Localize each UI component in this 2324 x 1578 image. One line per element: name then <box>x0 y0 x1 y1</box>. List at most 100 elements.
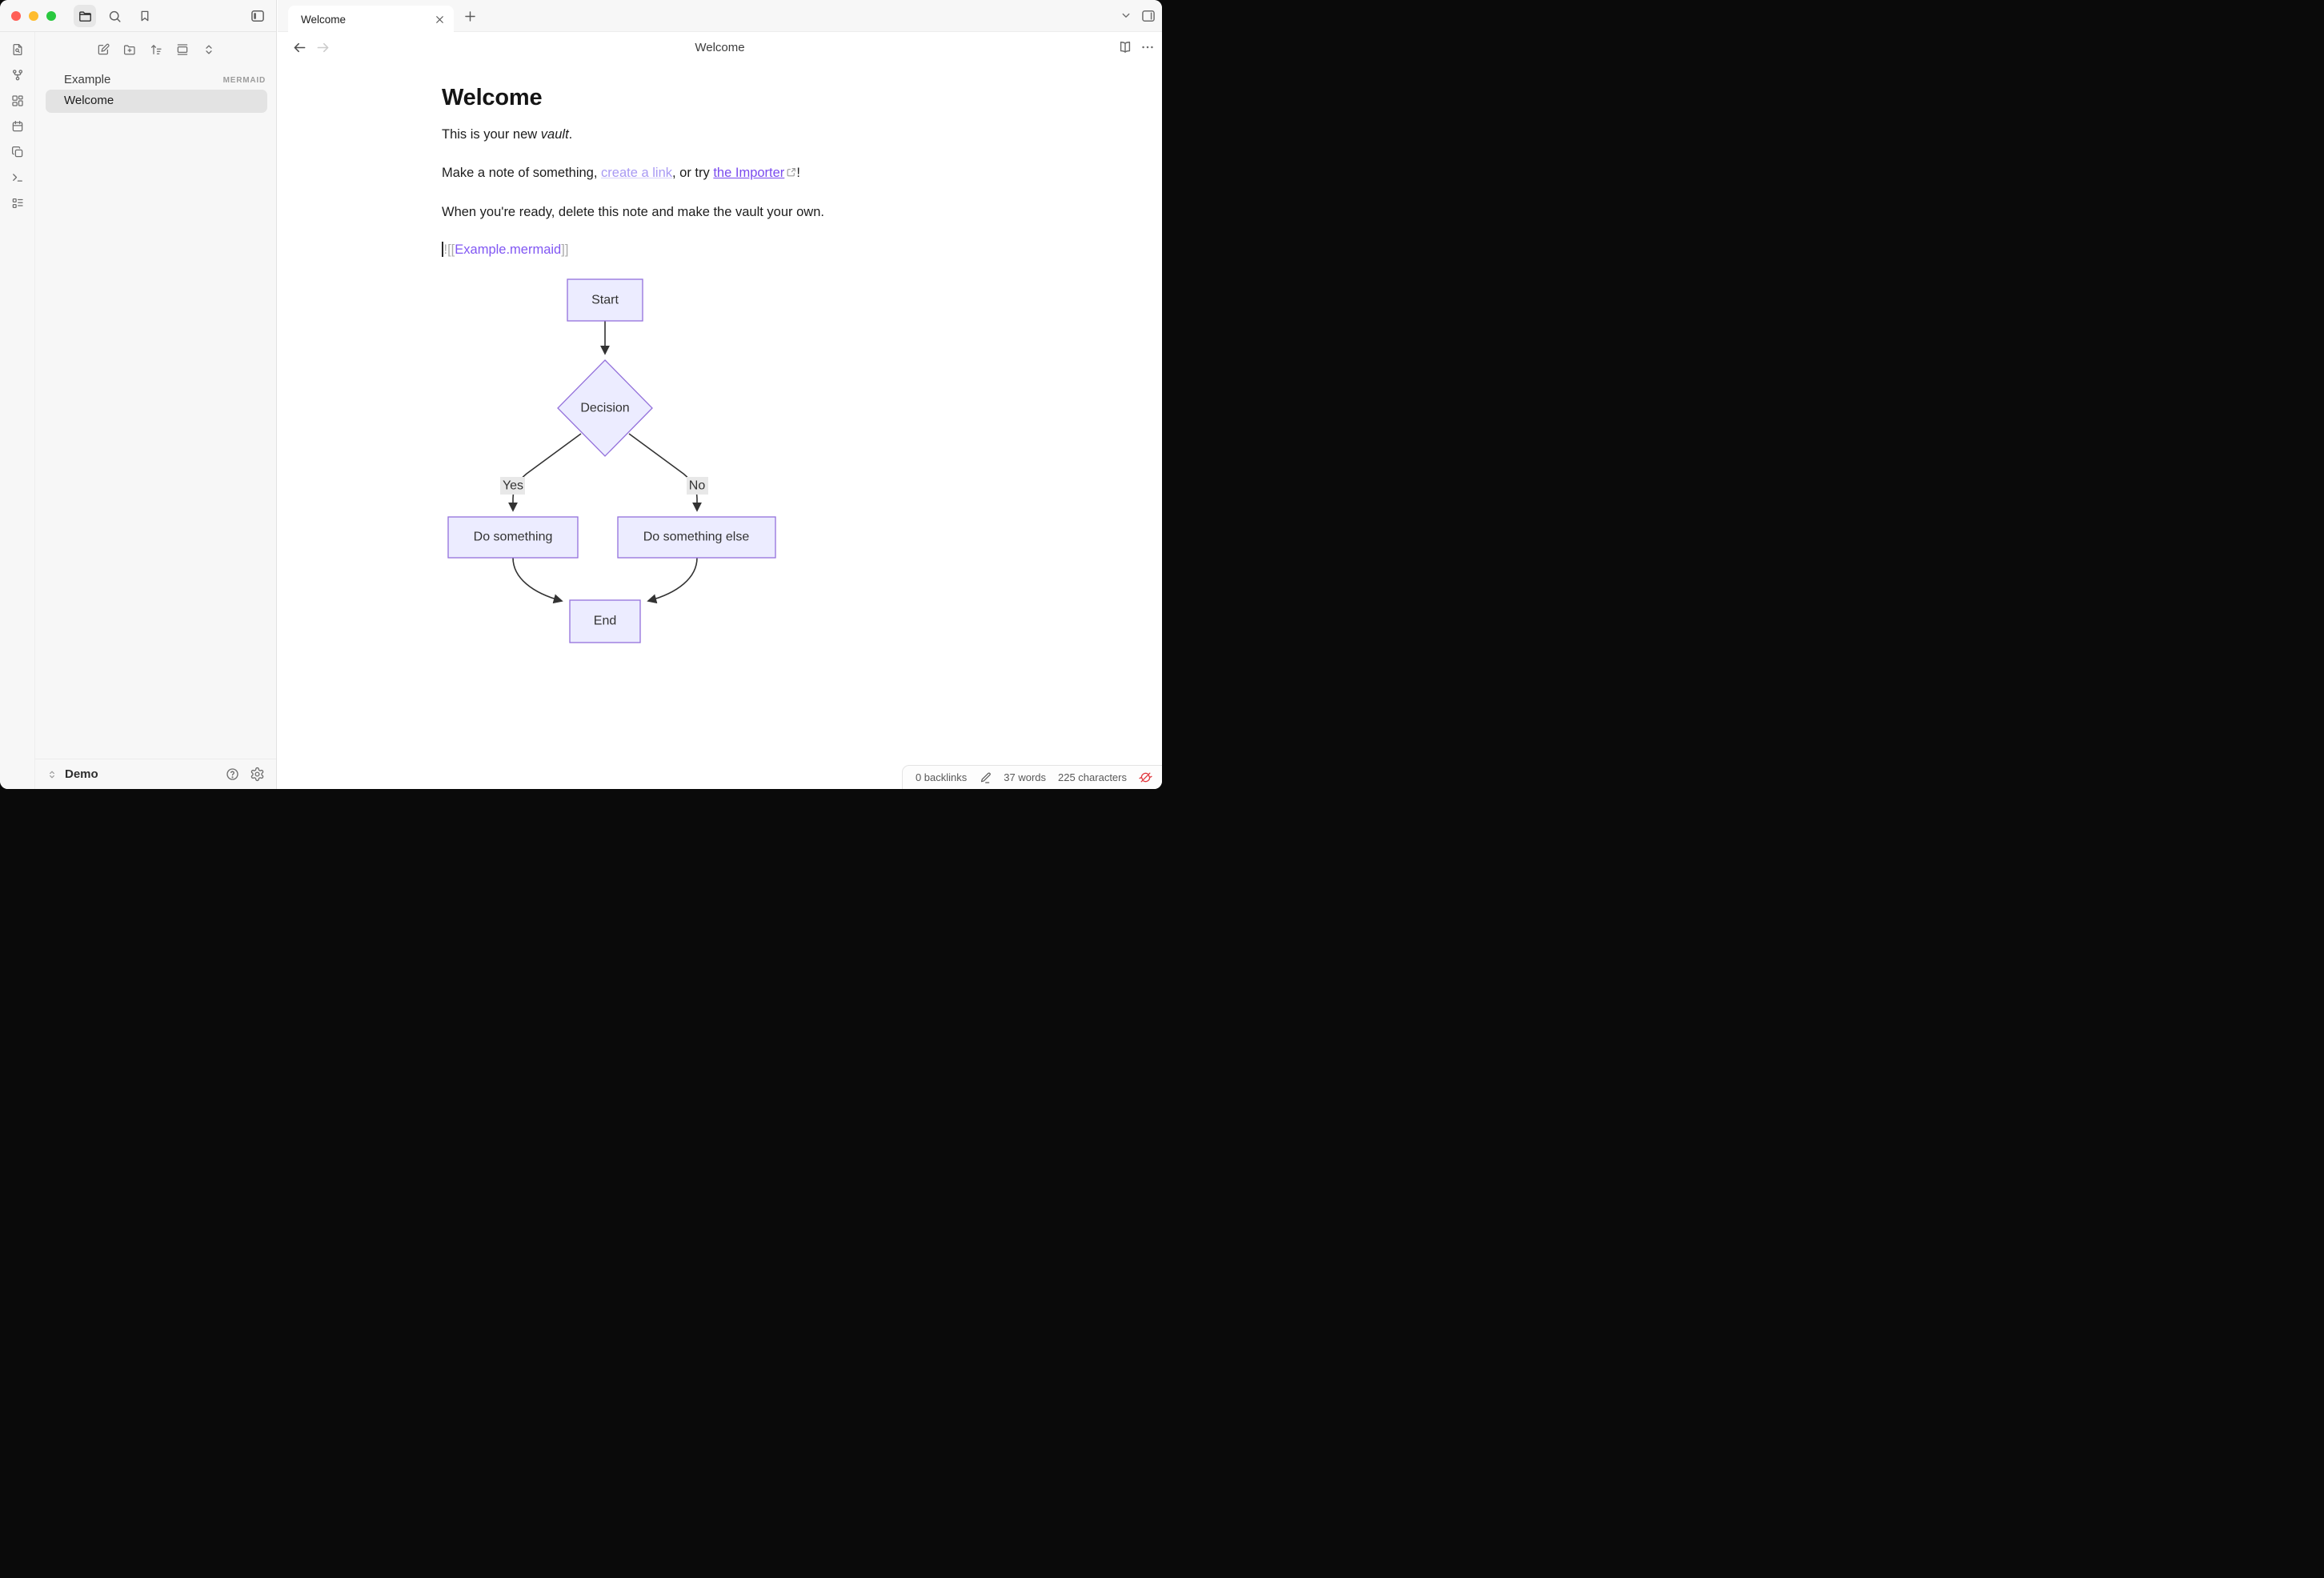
node-decision <box>557 359 653 457</box>
panel-right-icon <box>1142 10 1155 22</box>
list-view-button[interactable] <box>10 196 25 210</box>
collapse-left-sidebar-button[interactable] <box>246 5 269 27</box>
file-explorer-toolbar <box>35 32 277 67</box>
paragraph-3: When you're ready, delete this note and … <box>442 205 824 219</box>
text-cursor <box>442 242 443 257</box>
sort-icon <box>150 44 162 54</box>
files-tab-button[interactable] <box>74 5 96 27</box>
node-do-something-else-label: Do something else <box>643 531 750 544</box>
terminal-icon <box>12 174 22 182</box>
reading-mode-button[interactable] <box>1117 39 1133 55</box>
vault-name[interactable]: Demo <box>65 767 98 781</box>
folder-icon <box>78 10 91 22</box>
flowchart-svg: Yes No Start Decision Do something Do so… <box>447 278 776 643</box>
graph-view-button[interactable] <box>10 68 25 82</box>
new-note-icon <box>98 43 110 55</box>
navigate-back-button[interactable] <box>291 39 308 56</box>
help-circle-icon <box>226 768 238 780</box>
tab-list-dropdown-button[interactable] <box>1119 8 1133 22</box>
calendar-button[interactable] <box>10 119 25 134</box>
edge-decision-no <box>628 433 702 512</box>
templates-button[interactable] <box>10 145 25 159</box>
quick-switcher-button[interactable] <box>10 42 25 57</box>
search-tab-button[interactable] <box>103 5 126 27</box>
copy-icon <box>11 146 22 158</box>
titlebar <box>0 0 276 32</box>
tab-welcome[interactable]: Welcome <box>288 6 454 33</box>
edge-label-yes: Yes <box>503 479 523 493</box>
embed-syntax-open: ![[ <box>443 242 455 257</box>
file-name: Welcome <box>64 94 114 107</box>
left-sidebar-container: Example MERMAID Welcome Demo <box>0 0 277 789</box>
panel-left-icon <box>251 10 264 22</box>
file-search-icon <box>12 43 22 56</box>
bookmark-icon <box>141 10 149 22</box>
list-details-icon <box>12 198 23 209</box>
edge-label-no-bg <box>687 477 708 495</box>
edge-label-yes-bg <box>500 477 525 495</box>
sort-order-button[interactable] <box>149 42 163 57</box>
arrow-left-icon <box>294 42 306 53</box>
change-layout-button[interactable] <box>175 42 190 57</box>
settings-button[interactable] <box>250 767 265 782</box>
file-extension-badge: MERMAID <box>222 76 266 85</box>
node-do-something-label: Do something <box>474 531 553 544</box>
node-decision-label: Decision <box>580 402 629 415</box>
backlinks-count[interactable]: 0 backlinks <box>915 771 968 783</box>
new-tab-button[interactable] <box>462 8 478 24</box>
expand-collapse-button[interactable] <box>202 42 216 57</box>
minimize-window-button[interactable] <box>29 11 38 21</box>
external-link-icon <box>786 164 796 183</box>
node-end <box>569 599 641 643</box>
node-end-label: End <box>594 615 616 628</box>
node-start <box>567 278 643 322</box>
internal-link-create-a-link[interactable]: create a link <box>601 166 672 180</box>
tab-title: Welcome <box>301 13 347 26</box>
edge-no-end <box>647 557 698 604</box>
chevrons-up-down-icon <box>206 45 212 54</box>
mermaid-diagram: Yes No Start Decision Do something Do so… <box>436 270 788 648</box>
ellipsis-icon <box>1142 46 1153 49</box>
bookmarks-tab-button[interactable] <box>134 5 156 27</box>
file-row-welcome-active[interactable]: Welcome <box>46 90 267 113</box>
sync-status[interactable] <box>1139 771 1152 784</box>
note-title: Welcome <box>695 41 745 54</box>
note-heading: Welcome <box>442 85 543 110</box>
calendar-icon <box>12 120 22 132</box>
file-row-example[interactable]: Example MERMAID <box>35 70 277 90</box>
help-button[interactable] <box>225 767 240 782</box>
chevrons-up-down-icon <box>50 771 54 778</box>
tab-bar: Welcome <box>278 0 1162 33</box>
embed-source-line[interactable]: ![[Example.mermaid]] <box>442 242 568 258</box>
external-link-the-importer[interactable]: the Importer <box>713 166 785 180</box>
layout-dashboard-icon <box>11 95 23 106</box>
note-header: Welcome <box>278 32 1162 64</box>
git-fork-icon <box>12 70 22 81</box>
new-folder-button[interactable] <box>122 42 137 57</box>
arrow-right-icon <box>317 42 329 53</box>
note-editor[interactable]: Welcome This is your new vault. Make a n… <box>442 64 1130 757</box>
paragraph-1: This is your new vault. <box>442 127 573 142</box>
close-icon <box>436 15 443 23</box>
node-start-label: Start <box>591 294 619 307</box>
terminal-button[interactable] <box>10 170 25 185</box>
vault-switcher-row: Demo <box>35 759 276 789</box>
more-options-button[interactable] <box>1140 39 1156 55</box>
node-do-something <box>447 516 579 559</box>
close-tab-button[interactable] <box>434 14 446 26</box>
navigate-forward-button[interactable] <box>315 39 331 56</box>
status-bar: 0 backlinks 37 words 225 characters <box>901 765 1162 789</box>
zoom-window-button[interactable] <box>46 11 56 21</box>
new-folder-icon <box>123 45 135 55</box>
gallery-vertical-icon <box>177 44 188 55</box>
vault-switcher[interactable] <box>46 769 58 780</box>
ribbon <box>0 32 35 789</box>
canvas-button[interactable] <box>10 94 25 108</box>
edit-mode-indicator[interactable] <box>979 771 992 784</box>
embed-link-target[interactable]: Example.mermaid <box>455 242 562 257</box>
file-name: Example <box>64 73 111 86</box>
expand-right-sidebar-button[interactable] <box>1140 8 1156 24</box>
word-count: 37 words <box>1004 771 1046 783</box>
close-window-button[interactable] <box>11 11 21 21</box>
new-note-button[interactable] <box>96 42 110 57</box>
